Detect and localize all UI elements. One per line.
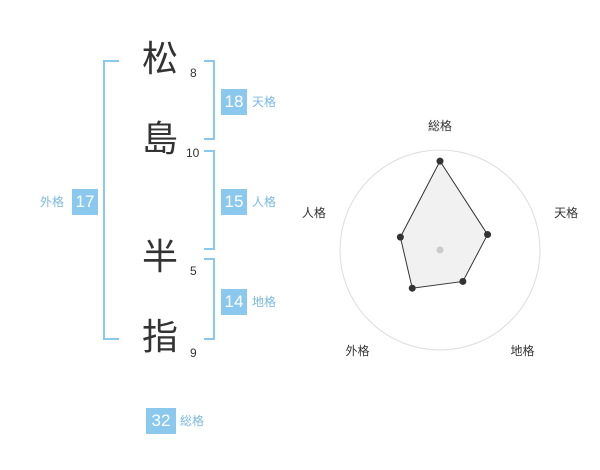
chikaku-value: 14 — [221, 289, 247, 315]
tenkaku-label: 天格 — [252, 95, 277, 109]
radar-axis-label-2: 天格 — [554, 205, 578, 220]
gaikaku-bracket — [103, 60, 119, 340]
radar-point-4 — [408, 284, 416, 292]
radar-data-polygon — [399, 160, 489, 289]
jinkaku-value: 15 — [221, 189, 247, 215]
name-char-4: 指 — [142, 317, 179, 358]
stroke-count-1: 8 — [190, 66, 197, 80]
stroke-count-4: 9 — [190, 346, 197, 360]
radar-axis-label-1: 総格 — [428, 118, 452, 133]
name-char-3: 半 — [142, 237, 179, 278]
radar-center-dot — [436, 246, 444, 254]
name-char-2: 島 — [142, 119, 179, 160]
radar-axis-label-4: 外格 — [345, 343, 369, 358]
jinkaku-bracket — [204, 150, 215, 250]
chikaku-bracket — [204, 258, 215, 340]
soukaku-label: 総格 — [180, 414, 205, 428]
radar-point-5 — [396, 233, 404, 241]
stroke-count-2: 10 — [186, 146, 200, 160]
radar-point-2 — [484, 231, 492, 239]
radar-axis-label-3: 地格 — [511, 343, 535, 358]
radar-point-1 — [436, 157, 444, 165]
gaikaku-label: 外格 — [40, 195, 65, 209]
soukaku-value: 32 — [146, 408, 176, 434]
jinkaku-label: 人格 — [252, 195, 277, 209]
stroke-count-3: 5 — [190, 264, 197, 278]
gaikaku-value: 17 — [72, 189, 98, 215]
radar-point-3 — [459, 277, 467, 285]
chikaku-label: 地格 — [252, 295, 277, 309]
name-char-1: 松 — [142, 39, 179, 80]
radar-axis-label-5: 人格 — [302, 205, 326, 220]
tenkaku-value: 18 — [221, 89, 247, 115]
tenkaku-bracket — [204, 60, 215, 140]
